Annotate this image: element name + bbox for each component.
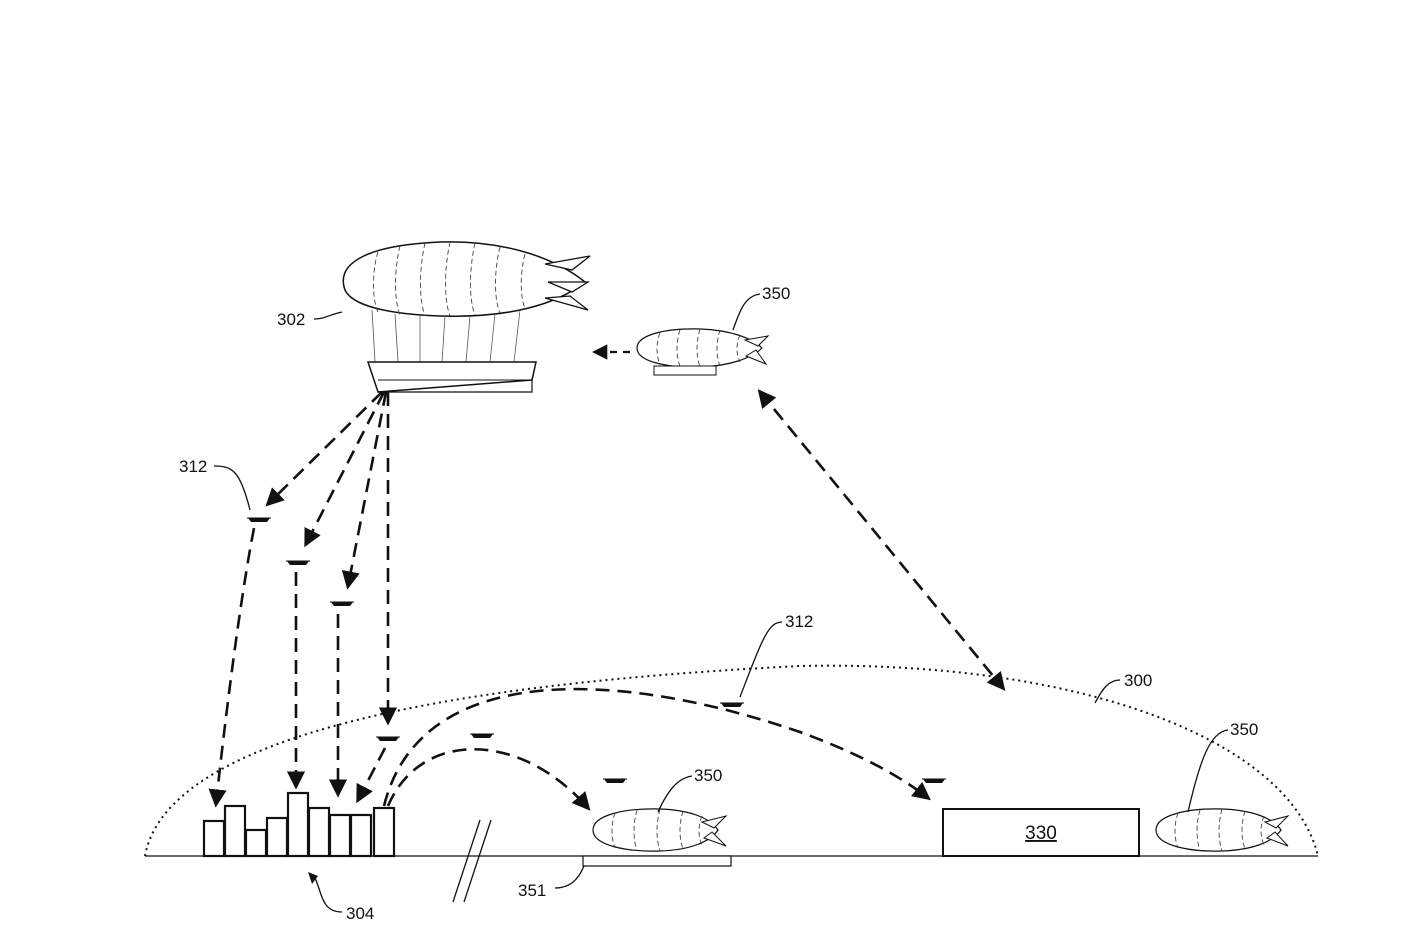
- label-city: 304: [346, 904, 374, 923]
- label-uav-left: 312: [179, 457, 207, 476]
- uav-to-city-arrow-4: [356, 747, 387, 804]
- uav-5: [469, 733, 495, 739]
- label-shuttle-right: 350: [1230, 720, 1258, 739]
- landing-pad: [582, 855, 732, 867]
- city-buildings: [202, 791, 396, 858]
- label-coverage-area: 300: [1124, 671, 1152, 690]
- shuttle-airship-ground: [592, 808, 728, 852]
- uav-4: [375, 736, 401, 742]
- uav-to-city-arrow-1: [208, 527, 256, 808]
- uav-3: [329, 601, 355, 607]
- arrow-shuttle-to-coverage: [757, 389, 1006, 691]
- arc-city-to-station: [382, 687, 931, 807]
- label-landing-pad: 351: [518, 881, 546, 900]
- arc-city-to-pad: [386, 748, 591, 811]
- delivery-arrow-3: [341, 391, 388, 590]
- label-shuttle-ground: 350: [694, 766, 722, 785]
- label-airship-main: 302: [277, 310, 305, 329]
- delivery-arrow-2: [304, 391, 386, 548]
- uav-1: [246, 517, 272, 523]
- uav-6: [719, 702, 745, 708]
- station-box: [942, 808, 1140, 857]
- uav-7: [602, 778, 628, 784]
- label-uav-mid: 312: [785, 612, 813, 631]
- delivery-arrow-1: [265, 391, 383, 507]
- shuttle-airship-right: [1155, 808, 1290, 852]
- shuttle-airship-top: [636, 328, 770, 376]
- break-mark: [452, 819, 492, 903]
- main-airship: [342, 241, 591, 393]
- uav-8: [921, 778, 947, 784]
- station-label: 330: [1025, 823, 1057, 844]
- uav-2: [285, 560, 311, 566]
- label-shuttle-top: 350: [762, 284, 790, 303]
- leader-lines: [213, 293, 1229, 913]
